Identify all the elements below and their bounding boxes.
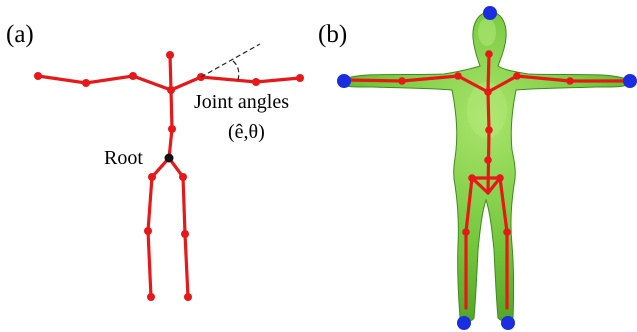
chest-joint-b xyxy=(485,126,493,134)
right-arm-bone xyxy=(169,75,302,92)
left-hand-end-effector xyxy=(337,74,351,88)
right-leg-bone xyxy=(167,156,190,299)
right-hip-joint xyxy=(179,173,187,181)
right-hip-joint-b xyxy=(496,174,504,182)
head-end-effector xyxy=(483,6,497,20)
right-foot-end-effector xyxy=(501,316,515,330)
skeleton-a-bones xyxy=(36,53,302,299)
left-foot-joint xyxy=(147,293,155,301)
left-arm-bone-b xyxy=(344,74,490,94)
panel-b-label: (b) xyxy=(318,21,347,48)
left-elbow-joint-b xyxy=(398,77,406,85)
right-elbow-joint xyxy=(252,78,260,86)
head-joint xyxy=(166,51,174,59)
left-arm-bone xyxy=(36,74,173,92)
right-hand-end-effector xyxy=(623,74,637,88)
left-leg-bone-b xyxy=(464,174,490,310)
neck-joint xyxy=(167,86,175,94)
spine-bone xyxy=(167,53,174,160)
left-hip-joint xyxy=(148,173,156,181)
panel-a-label: (a) xyxy=(6,21,34,48)
left-knee-joint-b xyxy=(462,228,470,236)
end-effectors xyxy=(337,6,637,330)
joint-angles-label: Joint angles xyxy=(194,91,289,113)
right-knee-joint-b xyxy=(503,228,511,236)
panel-a: (a) xyxy=(6,21,304,301)
rotation-axis-line xyxy=(200,43,261,78)
left-hip-joint-b xyxy=(468,174,476,182)
right-hand-joint xyxy=(296,74,304,82)
chest-joint xyxy=(168,125,176,133)
left-knee-joint xyxy=(144,227,152,235)
left-leg-bone xyxy=(146,156,171,299)
body-mesh xyxy=(339,11,633,322)
root-joint xyxy=(164,153,174,163)
right-foot-joint xyxy=(184,293,192,301)
right-elbow-joint-b xyxy=(566,77,574,85)
left-hand-joint xyxy=(34,72,42,80)
root-label: Root xyxy=(104,147,143,169)
right-shoulder-joint-b xyxy=(513,72,521,80)
skeleton-a-joints xyxy=(34,51,304,301)
angle-params-label: (ê,θ) xyxy=(228,121,265,143)
left-foot-end-effector xyxy=(457,316,471,330)
right-leg-bone-b xyxy=(486,174,509,310)
joint-angle-indicator xyxy=(200,43,261,81)
right-knee-joint xyxy=(181,230,189,238)
right-arm-bone-b xyxy=(486,74,630,94)
head-highlight xyxy=(478,18,496,46)
head-joint-b xyxy=(485,50,493,58)
left-shoulder-joint xyxy=(129,72,137,80)
neck-joint-b xyxy=(484,88,492,96)
pelvis-joint-b xyxy=(484,156,492,164)
panel-b: (b) xyxy=(318,6,637,330)
skeleton-b-joints xyxy=(398,50,574,236)
spine-bone-b xyxy=(486,52,491,195)
left-elbow-joint xyxy=(82,79,90,87)
left-shoulder-joint-b xyxy=(454,72,462,80)
angle-arc xyxy=(232,60,240,81)
